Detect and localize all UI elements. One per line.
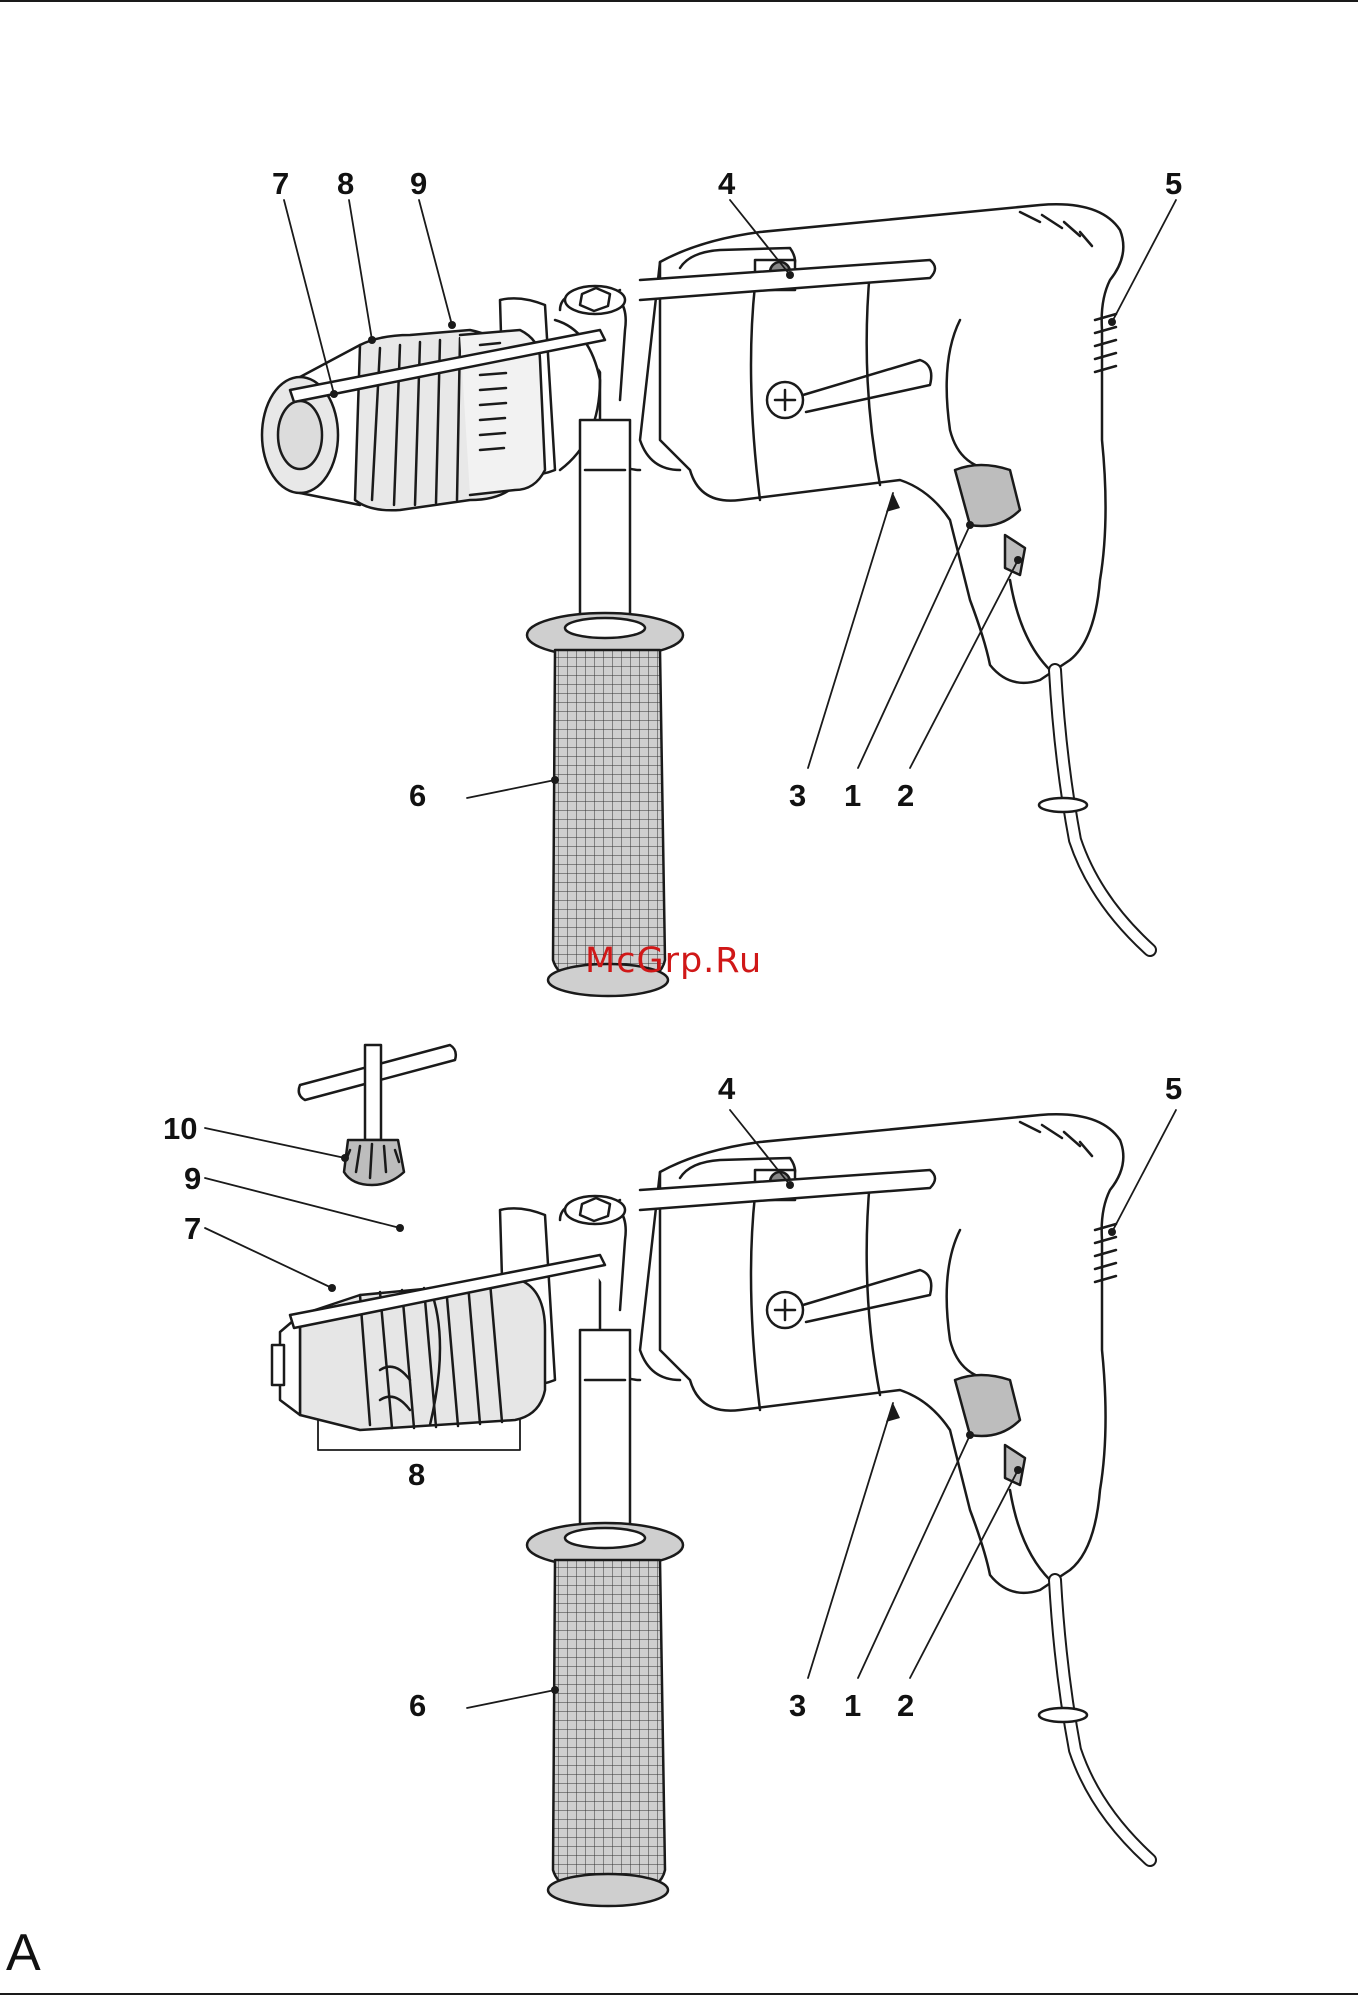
callout-7: 7 [272,167,289,201]
callout-1: 1 [844,1689,861,1723]
callout-4: 4 [718,1072,735,1106]
callout-9: 9 [184,1162,201,1196]
callout-4: 4 [718,167,735,201]
callout-8: 8 [337,167,354,201]
arrow-head [886,493,900,512]
callout-5: 5 [1165,1072,1182,1106]
callout-9: 9 [410,167,427,201]
callout-2: 2 [897,779,914,813]
drill-figure-keyless-chuck: 7 8 9 4 5 6 3 1 2 [0,0,1358,1000]
callout-7: 7 [184,1212,201,1246]
callout-3: 3 [789,779,806,813]
callout-1: 1 [844,779,861,813]
callout-10: 10 [163,1112,197,1146]
callout-6: 6 [409,1689,426,1723]
callout-8: 8 [408,1458,425,1492]
callout-3: 3 [789,1689,806,1723]
drill-illustration-bottom [0,910,1358,1910]
callout-6: 6 [409,779,426,813]
drill-figure-key-chuck: 10 9 7 4 5 8 6 3 1 2 [0,910,1358,1910]
arrow-head-bottom [886,1403,900,1422]
bottom-rule [0,1993,1358,1995]
section-letter: A [6,1925,41,1981]
drill-illustration-top [0,0,1358,1000]
callout-2: 2 [897,1689,914,1723]
callout-5: 5 [1165,167,1182,201]
